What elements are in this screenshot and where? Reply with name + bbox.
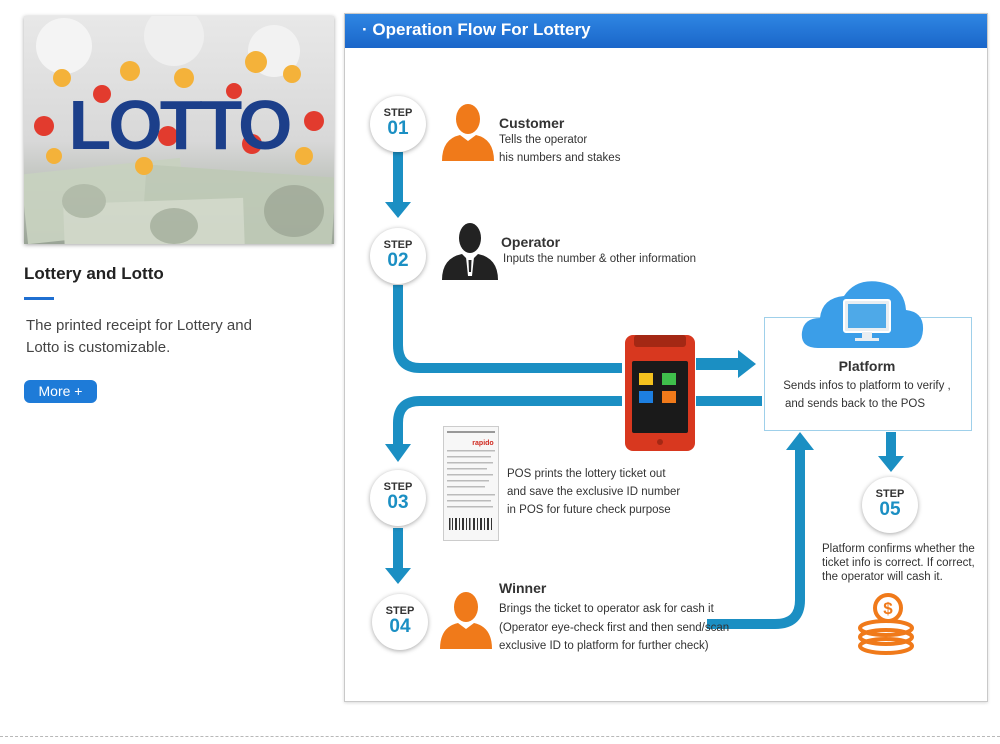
customer-text-1: Tells the operator — [499, 131, 587, 149]
flow-line-to-step3 — [398, 401, 622, 446]
flow-line-winner-platform — [707, 448, 800, 624]
flow-arrow-head — [738, 350, 756, 378]
confirm-text-3: the operator will cash it. — [822, 570, 943, 584]
winner-title: Winner — [499, 580, 546, 596]
svg-text:$: $ — [883, 599, 893, 618]
operator-text-1: Inputs the number & other information — [503, 250, 696, 268]
platform-text-2: and sends back to the POS — [752, 398, 958, 410]
flow-arrow-head — [385, 568, 411, 584]
flow-line-to-pos — [398, 285, 622, 368]
winner-person-icon — [438, 589, 494, 649]
winner-text-2: (Operator eye-check first and then send/… — [499, 619, 729, 637]
pos-terminal-icon — [624, 333, 696, 453]
operator-title: Operator — [501, 234, 560, 250]
flow-arrow-head — [385, 202, 411, 218]
flow-arrow-head — [878, 456, 904, 472]
pos-text-3: in POS for future check purpose — [507, 501, 671, 519]
confirm-text-1: Platform confirms whether the — [822, 542, 975, 556]
platform-text-1: Sends infos to platform to verify , — [764, 380, 970, 392]
platform-title: Platform — [764, 358, 970, 374]
flow-arrow-head — [786, 432, 814, 450]
flow-arrow-shaft — [886, 432, 896, 458]
winner-text-1: Brings the ticket to operator ask for ca… — [499, 600, 714, 618]
flow-arrow-shaft — [393, 152, 403, 204]
customer-person-icon — [440, 101, 496, 161]
winner-text-3: exclusive ID to platform for further che… — [499, 637, 709, 655]
receipt-brand: rapido — [472, 440, 493, 447]
customer-text-2: his numbers and stakes — [499, 149, 620, 167]
flow-arrow-head — [385, 444, 411, 462]
coins-icon: $ — [856, 592, 920, 656]
cloud-computer-icon — [800, 276, 925, 350]
lottery-receipt-icon: rapido — [443, 426, 499, 541]
confirm-text-2: ticket info is correct. If correct, — [822, 556, 975, 570]
customer-title: Customer — [499, 115, 564, 131]
flow-arrow-pos-platform — [696, 358, 740, 370]
operator-person-icon — [440, 220, 500, 280]
pos-text-2: and save the exclusive ID number — [507, 483, 680, 501]
bottom-divider — [0, 736, 1000, 737]
flow-arrow-shaft — [393, 528, 403, 570]
pos-text-1: POS prints the lottery ticket out — [507, 465, 666, 483]
